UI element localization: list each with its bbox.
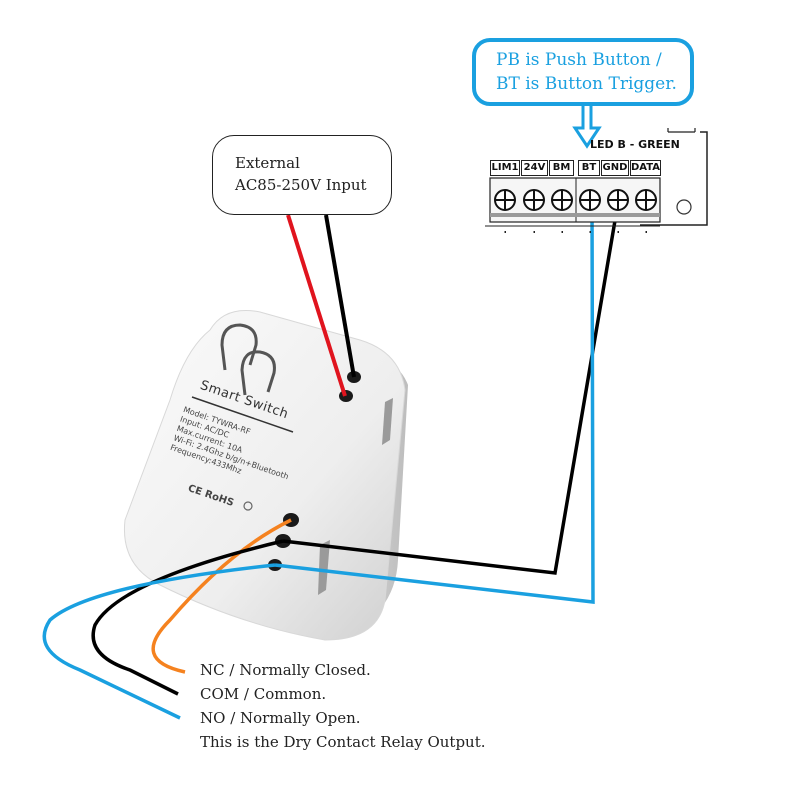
wire-blue-no <box>42 563 276 720</box>
label-no: NO / Normally Open. <box>200 709 361 727</box>
down-arrow-icon <box>572 106 602 149</box>
recycle-icon <box>243 501 253 511</box>
screw-icon <box>494 189 516 233</box>
terminal-label-24v: 24V <box>521 160 548 176</box>
screw-icon <box>551 189 573 233</box>
side-slot <box>318 540 330 595</box>
terminal-screws <box>494 189 657 233</box>
screw-icon <box>523 189 545 233</box>
input-line-1: External <box>235 154 300 172</box>
label-dry-contact-note: This is the Dry Contact Relay Output. <box>200 733 486 751</box>
callout-line-2: BT is Button Trigger. <box>496 74 677 94</box>
wire-orange-nc <box>151 518 292 674</box>
input-label-box: External AC85-250V Input <box>212 135 392 215</box>
screw-icon <box>579 189 601 233</box>
screw-icon <box>607 189 629 233</box>
hook-cutout <box>240 350 276 396</box>
wire-blue-bt <box>274 202 595 604</box>
terminal-label-data: DATA <box>630 160 661 176</box>
side-slot <box>382 398 393 445</box>
wire-black-input <box>324 214 356 378</box>
wire-black-gnd <box>282 202 620 575</box>
device-body <box>123 310 406 641</box>
terminal-label-gnd: GND <box>601 160 629 176</box>
board-outline <box>640 131 708 226</box>
wire-black-com <box>91 539 284 696</box>
wire-red-input <box>286 214 347 397</box>
input-hole <box>339 390 353 402</box>
callout-line-1: PB is Push Button / <box>496 50 662 70</box>
label-com: COM / Common. <box>200 685 327 703</box>
led-label: LED B - GREEN <box>590 138 680 151</box>
terminal-block <box>485 128 708 233</box>
smart-switch-device <box>123 310 408 641</box>
terminal-label-bm: BM <box>549 160 574 176</box>
hook-cutout <box>220 323 258 371</box>
terminal-strip <box>490 213 660 217</box>
screw-icon <box>635 189 657 233</box>
input-line-2: AC85-250V Input <box>235 176 367 194</box>
callout-box: PB is Push Button / BT is Button Trigger… <box>472 38 694 106</box>
terminal-label-bt: BT <box>578 160 600 176</box>
terminal-label-lim1: LIM1 <box>490 160 520 176</box>
led-indicator <box>676 199 692 215</box>
label-nc: NC / Normally Closed. <box>200 661 371 679</box>
title-underline <box>191 396 294 433</box>
